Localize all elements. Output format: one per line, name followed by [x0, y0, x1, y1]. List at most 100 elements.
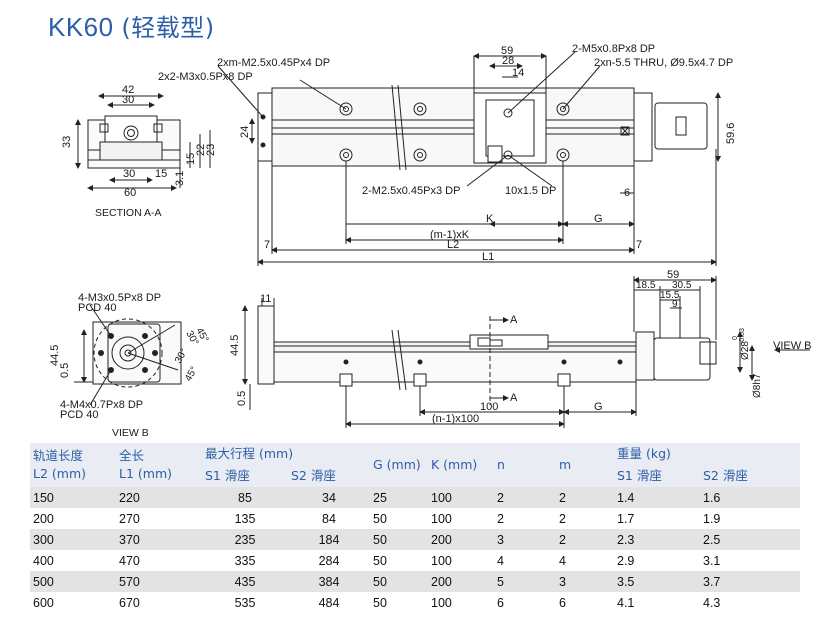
- viewb-caption: VIEW B: [112, 427, 149, 439]
- dim-section-3-1: 3.1: [174, 171, 186, 186]
- cell-l1: 370: [116, 529, 202, 550]
- cell-m: 4: [556, 550, 614, 571]
- cell-l1: 220: [116, 487, 202, 508]
- cell-n: 3: [494, 529, 556, 550]
- cell-w1: 2.3: [614, 529, 700, 550]
- cell-k: 100: [428, 592, 494, 613]
- cell-w1: 3.5: [614, 571, 700, 592]
- cell-l2: 200: [30, 508, 116, 529]
- dim-side-11: 11: [260, 293, 271, 305]
- dim-right-59: 59: [667, 269, 679, 281]
- cell-k: 100: [428, 508, 494, 529]
- cell-g: 25: [370, 487, 428, 508]
- view-b-arrow-label: VIEW B: [773, 340, 812, 352]
- section-a-a: [75, 93, 211, 191]
- right-end-view: [633, 276, 810, 381]
- table-row: 300 370 235 184 50 200 3 2 2.3 2.5: [30, 529, 800, 550]
- th-k: K (mm): [428, 443, 494, 487]
- cell-l2: 150: [30, 487, 116, 508]
- cell-g: 50: [370, 508, 428, 529]
- cell-w1: 2.9: [614, 550, 700, 571]
- label-viewb-holes-bot: 4-M4x0.7Px8 DP: [60, 399, 143, 411]
- cell-g: 50: [370, 550, 428, 571]
- cell-m: 2: [556, 487, 614, 508]
- cell-g: 50: [370, 571, 428, 592]
- dim-right-30-5: 30.5: [672, 280, 692, 291]
- cell-s1: 335: [202, 550, 288, 571]
- cell-n: 6: [494, 592, 556, 613]
- dim-top-L2: L2: [447, 239, 459, 251]
- dim-section-15: 15: [185, 153, 197, 165]
- dim-top-G: G: [594, 213, 603, 225]
- dim-top-59: 59: [501, 45, 513, 57]
- cell-l1: 570: [116, 571, 202, 592]
- dim-top-14: 14: [512, 67, 524, 79]
- label-viewb-pcd-top: PCD 40: [78, 302, 117, 314]
- table-row: 200 270 135 84 50 100 2 2 1.7 1.9: [30, 508, 800, 529]
- dim-viewb-44-5: 44.5: [49, 345, 61, 366]
- dim-side-G: G: [594, 401, 603, 413]
- dim-top-7b: 7: [636, 239, 642, 251]
- dim-section-30b: 30: [123, 168, 135, 180]
- dim-right-28: Ø28: [740, 341, 751, 360]
- cell-s1: 135: [202, 508, 288, 529]
- dim-right-9: 9: [672, 299, 678, 310]
- table-row: 600 670 535 484 50 100 6 6 4.1 4.3: [30, 592, 800, 613]
- side-view: [242, 298, 711, 428]
- th-stroke-s1: S1 滑座: [202, 465, 288, 487]
- dim-top-28: 28: [502, 55, 514, 67]
- cell-n: 2: [494, 508, 556, 529]
- cell-k: 200: [428, 529, 494, 550]
- cell-w1: 1.7: [614, 508, 700, 529]
- label-viewb-pcd-bot: PCD 40: [60, 409, 99, 421]
- cell-g: 50: [370, 592, 428, 613]
- cell-w2: 4.3: [700, 592, 800, 613]
- label-end-holes: 2x2-M3x0.5Px8 DP: [158, 71, 253, 83]
- cell-s2: 384: [288, 571, 370, 592]
- th-weight-s2: S2 滑座: [700, 465, 800, 487]
- cell-s1: 435: [202, 571, 288, 592]
- cell-n: 2: [494, 487, 556, 508]
- th-stroke-s2: S2 滑座: [288, 465, 370, 487]
- dim-section-15b: 15: [155, 168, 167, 180]
- table-row: 400 470 335 284 50 100 4 4 2.9 3.1: [30, 550, 800, 571]
- label-block-holes: 2-M5x0.8Px8 DP: [572, 43, 655, 55]
- dim-top-59-6: 59.6: [725, 123, 737, 144]
- cell-l1: 470: [116, 550, 202, 571]
- cell-w2: 2.5: [700, 529, 800, 550]
- cell-s2: 84: [288, 508, 370, 529]
- angle-4: 45°: [183, 365, 200, 384]
- label-viewb-holes-top: 4-M3x0.5Px8 DP: [78, 292, 161, 304]
- label-slot: 10x1.5 DP: [505, 185, 556, 197]
- cell-g: 50: [370, 529, 428, 550]
- th-n: n: [494, 443, 556, 487]
- cell-w2: 3.7: [700, 571, 800, 592]
- th-weight-s1: S1 滑座: [614, 465, 700, 487]
- view-b: [74, 304, 182, 406]
- cell-s2: 484: [288, 592, 370, 613]
- cell-s1: 85: [202, 487, 288, 508]
- cell-l2: 300: [30, 529, 116, 550]
- dim-top-24: 24: [239, 126, 251, 138]
- dim-side-44-5: 44.5: [229, 335, 241, 356]
- cell-m: 2: [556, 508, 614, 529]
- label-rail-holes: 2xm-M2.5x0.45Px4 DP: [217, 57, 330, 69]
- dim-section-22: 22: [195, 144, 207, 156]
- dim-side-100: 100: [480, 401, 498, 413]
- th-max-stroke: 最大行程 (mm): [202, 443, 370, 465]
- dim-right-28-tol-top: 0: [732, 336, 739, 340]
- cell-w2: 3.1: [700, 550, 800, 571]
- table-row: 500 570 435 384 50 200 5 3 3.5 3.7: [30, 571, 800, 592]
- cell-n: 5: [494, 571, 556, 592]
- dim-top-6: 6: [624, 187, 630, 199]
- dim-side-0-5: 0.5: [236, 391, 248, 406]
- cell-k: 100: [428, 550, 494, 571]
- cell-m: 6: [556, 592, 614, 613]
- dim-top-L1: L1: [482, 251, 494, 263]
- top-view: [217, 51, 721, 266]
- th-m: m: [556, 443, 614, 487]
- dim-section-33: 33: [61, 136, 73, 148]
